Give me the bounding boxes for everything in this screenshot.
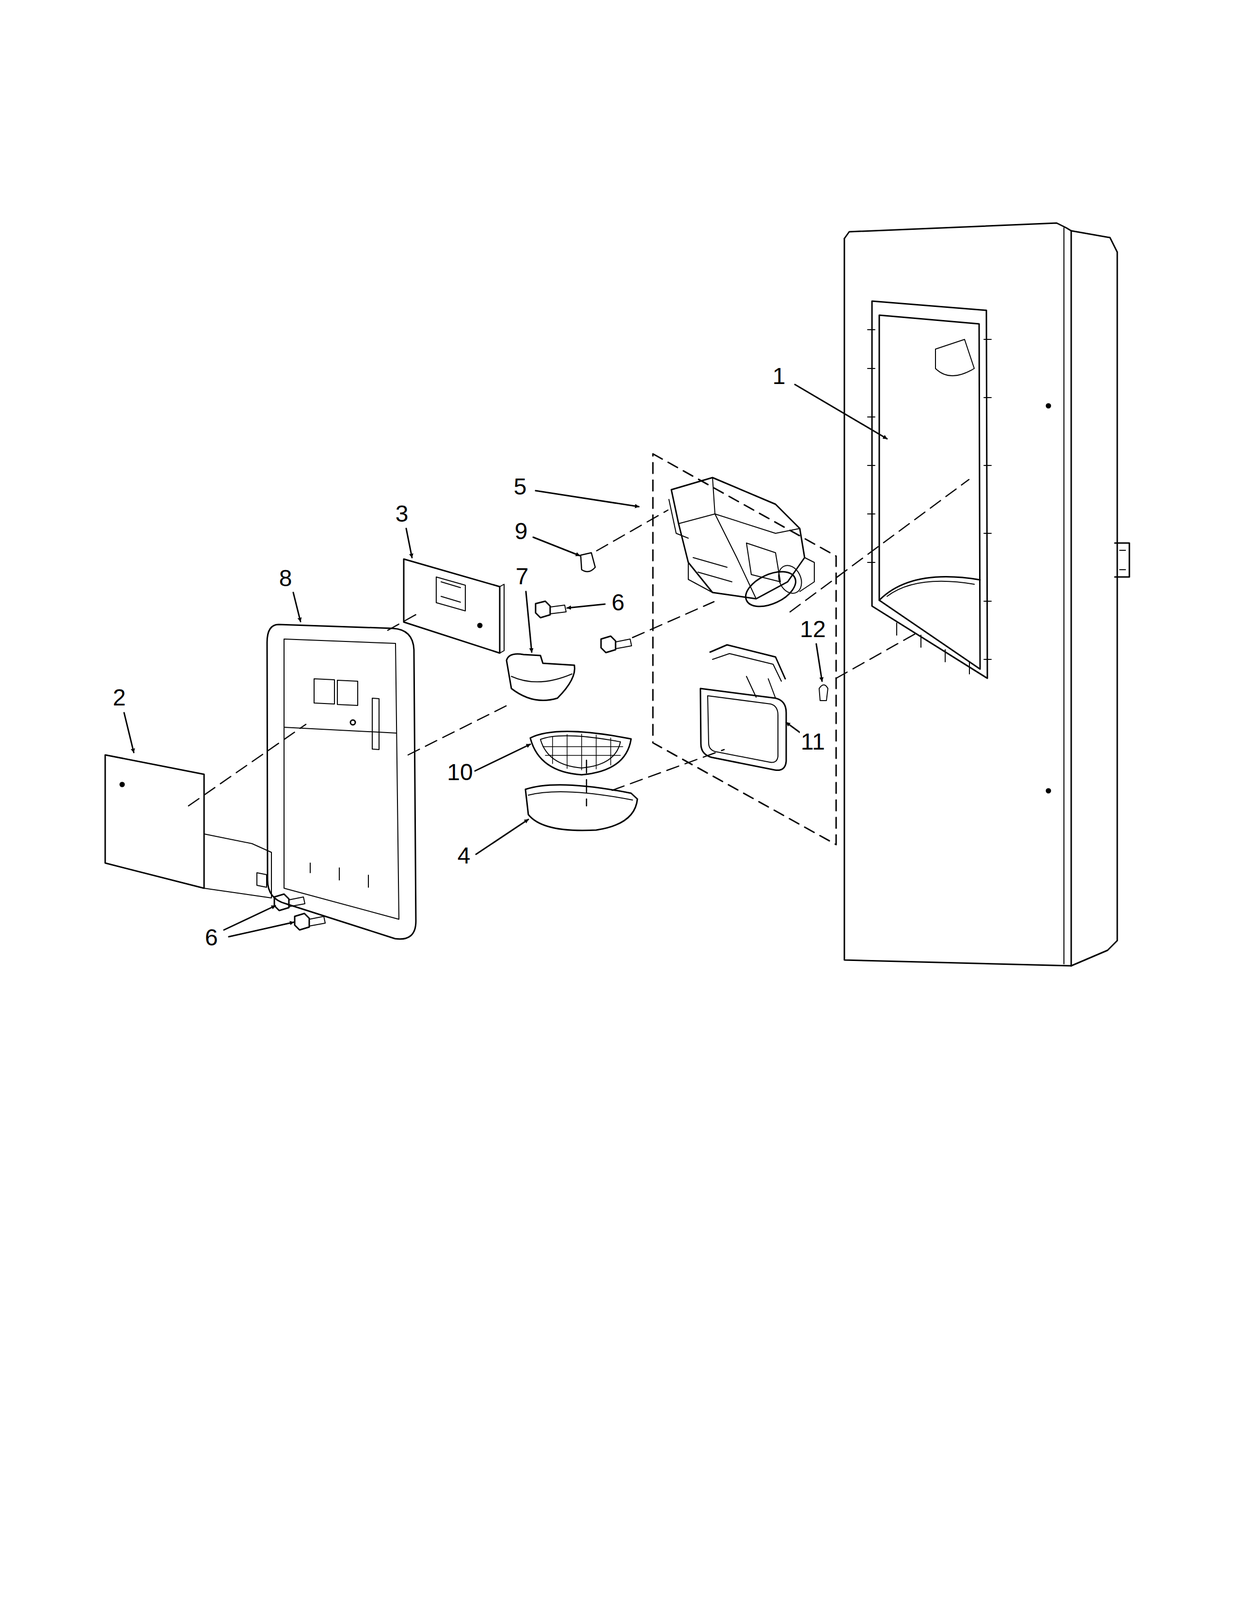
callout-label: 6 — [610, 590, 626, 615]
callout-number: 6 — [610, 589, 626, 616]
callout-label: 3 — [394, 502, 410, 526]
callout-label: 9 — [513, 519, 529, 543]
callout-number: 10 — [445, 759, 474, 785]
callout-label: 10 — [445, 760, 474, 784]
callout-number: 11 — [799, 728, 826, 755]
callout-number: 9 — [513, 518, 529, 544]
callout-number: 2 — [111, 684, 127, 711]
callout-number: 12 — [798, 616, 827, 642]
callout-number: 3 — [394, 500, 410, 527]
bezel — [267, 624, 416, 939]
callout-number: 8 — [278, 565, 294, 591]
dispenser-mechanism — [668, 477, 815, 614]
callout-number: 7 — [514, 563, 530, 589]
control-board — [403, 558, 505, 653]
bracket — [580, 552, 596, 572]
callout-label: 11 — [799, 729, 826, 754]
callout-label: 1 — [771, 364, 787, 388]
assembly-outline — [652, 453, 837, 845]
callout-label: 2 — [111, 685, 127, 710]
callout-number: 1 — [771, 363, 787, 389]
trim-piece — [506, 653, 575, 701]
callout-number: 4 — [456, 842, 472, 869]
callout-label: 7 — [514, 564, 530, 588]
paddle — [700, 644, 828, 771]
callout-number: 5 — [512, 473, 528, 500]
dispenser-recess — [867, 301, 992, 679]
drip-tray — [525, 730, 638, 830]
door — [844, 222, 1130, 966]
callout-label: 4 — [456, 843, 472, 868]
alignment-lines — [188, 479, 969, 806]
callout-number: 6 — [204, 924, 220, 951]
callout-label: 12 — [798, 617, 827, 641]
callout-label: 5 — [512, 475, 528, 499]
callout-label: 8 — [278, 566, 294, 590]
screws — [274, 601, 632, 930]
trim-panel — [105, 754, 272, 898]
leader-lines — [124, 384, 888, 937]
callout-label: 6 — [204, 925, 220, 950]
